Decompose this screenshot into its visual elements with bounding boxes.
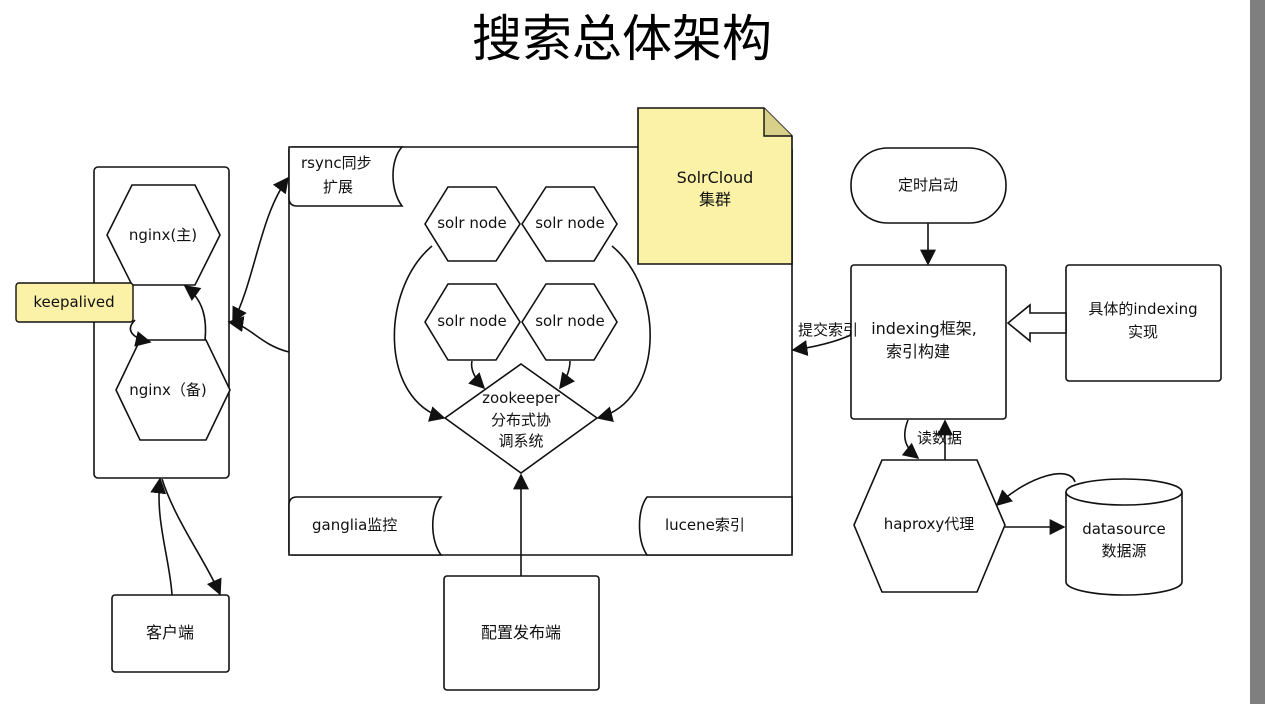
zookeeper-label-line1: zookeeper [482, 389, 561, 407]
haproxy-hexagon [853, 459, 1006, 593]
config-publisher-label: 配置发布端 [481, 623, 561, 642]
nginx-to-client-arrow [161, 478, 222, 596]
solr-node-1-label: solr node [437, 214, 507, 232]
diagram-title: 搜索总体架构 [472, 10, 772, 68]
ganglia-label: ganglia监控 [312, 516, 397, 534]
rsync-label-line2: 扩展 [323, 178, 353, 196]
solr-node-1 [424, 186, 521, 262]
solrcloud-note-line2: 集群 [699, 190, 731, 209]
submit-index-label: 提交索引 [798, 321, 858, 339]
zookeeper-diamond [443, 363, 599, 474]
solr-node-3 [424, 283, 521, 361]
nginx-master-label: nginx(主) [129, 226, 197, 244]
indexing-impl-line2: 实现 [1128, 323, 1158, 341]
nginx-backup-hexagon [115, 339, 231, 441]
zookeeper-label-line3: 调系统 [498, 432, 543, 450]
indexing-framework-line1: indexing框架, [871, 319, 977, 338]
implements-block-arrow [1006, 303, 1067, 343]
datasource-cylinder [1065, 492, 1183, 596]
window-scrollbar[interactable] [1250, 0, 1265, 704]
solr-node-3-label: solr node [437, 312, 507, 330]
lucene-label: lucene索引 [665, 516, 745, 534]
node2-to-zk-arrow [596, 245, 651, 422]
solr-node-4 [521, 283, 618, 361]
keepalived-label: keepalived [33, 293, 114, 311]
solrcloud-note-fold [763, 108, 792, 137]
solrcloud-note [637, 107, 793, 265]
zookeeper-label-line2: 分布式协 [491, 411, 551, 429]
haproxy-label: haproxy代理 [884, 515, 975, 533]
nginx-master-hexagon [106, 184, 221, 286]
node1-to-zk-arrow [393, 245, 446, 422]
rsync-label-line1: rsync同步 [301, 154, 372, 172]
lucene-tab [638, 496, 793, 556]
client-label: 客户端 [146, 623, 194, 642]
node3-to-zk-arrow [468, 360, 486, 390]
ganglia-tab [288, 496, 443, 556]
datasource-label-line2: 数据源 [1101, 542, 1146, 560]
read-data-label: 读数据 [917, 429, 962, 447]
client-to-nginx-arrow [150, 477, 173, 596]
solr-node-2-label: solr node [535, 214, 605, 232]
nginx-backup-label: nginx（备) [129, 381, 206, 399]
solrcloud-note-line1: SolrCloud [677, 168, 754, 187]
datasource-label-line1: datasource [1082, 520, 1166, 538]
client-box [111, 594, 230, 673]
rsync-tab [288, 146, 404, 207]
datasource-cylinder-top [1065, 478, 1183, 506]
indexing-impl-line1: 具体的indexing [1088, 300, 1197, 318]
indexing-to-haproxy-arrow [901, 419, 920, 459]
solr-node-4-label: solr node [535, 312, 605, 330]
indexing-framework-line2: 索引构建 [886, 342, 950, 361]
keepalived-note [15, 282, 134, 323]
indexing-framework-box [850, 264, 1007, 420]
solr-node-2 [521, 186, 618, 262]
keepalived-arrow-down [129, 319, 152, 347]
submit-index-arrow [791, 334, 852, 356]
node4-to-zk-arrow [559, 360, 576, 390]
timer-label: 定时启动 [898, 176, 958, 194]
datasource-to-haproxy-arrow [995, 473, 1076, 507]
nginx-rsync-arrow [232, 176, 289, 324]
keepalived-arrow-up [183, 285, 207, 341]
solrcloud-to-nginx-arrow [227, 316, 290, 353]
